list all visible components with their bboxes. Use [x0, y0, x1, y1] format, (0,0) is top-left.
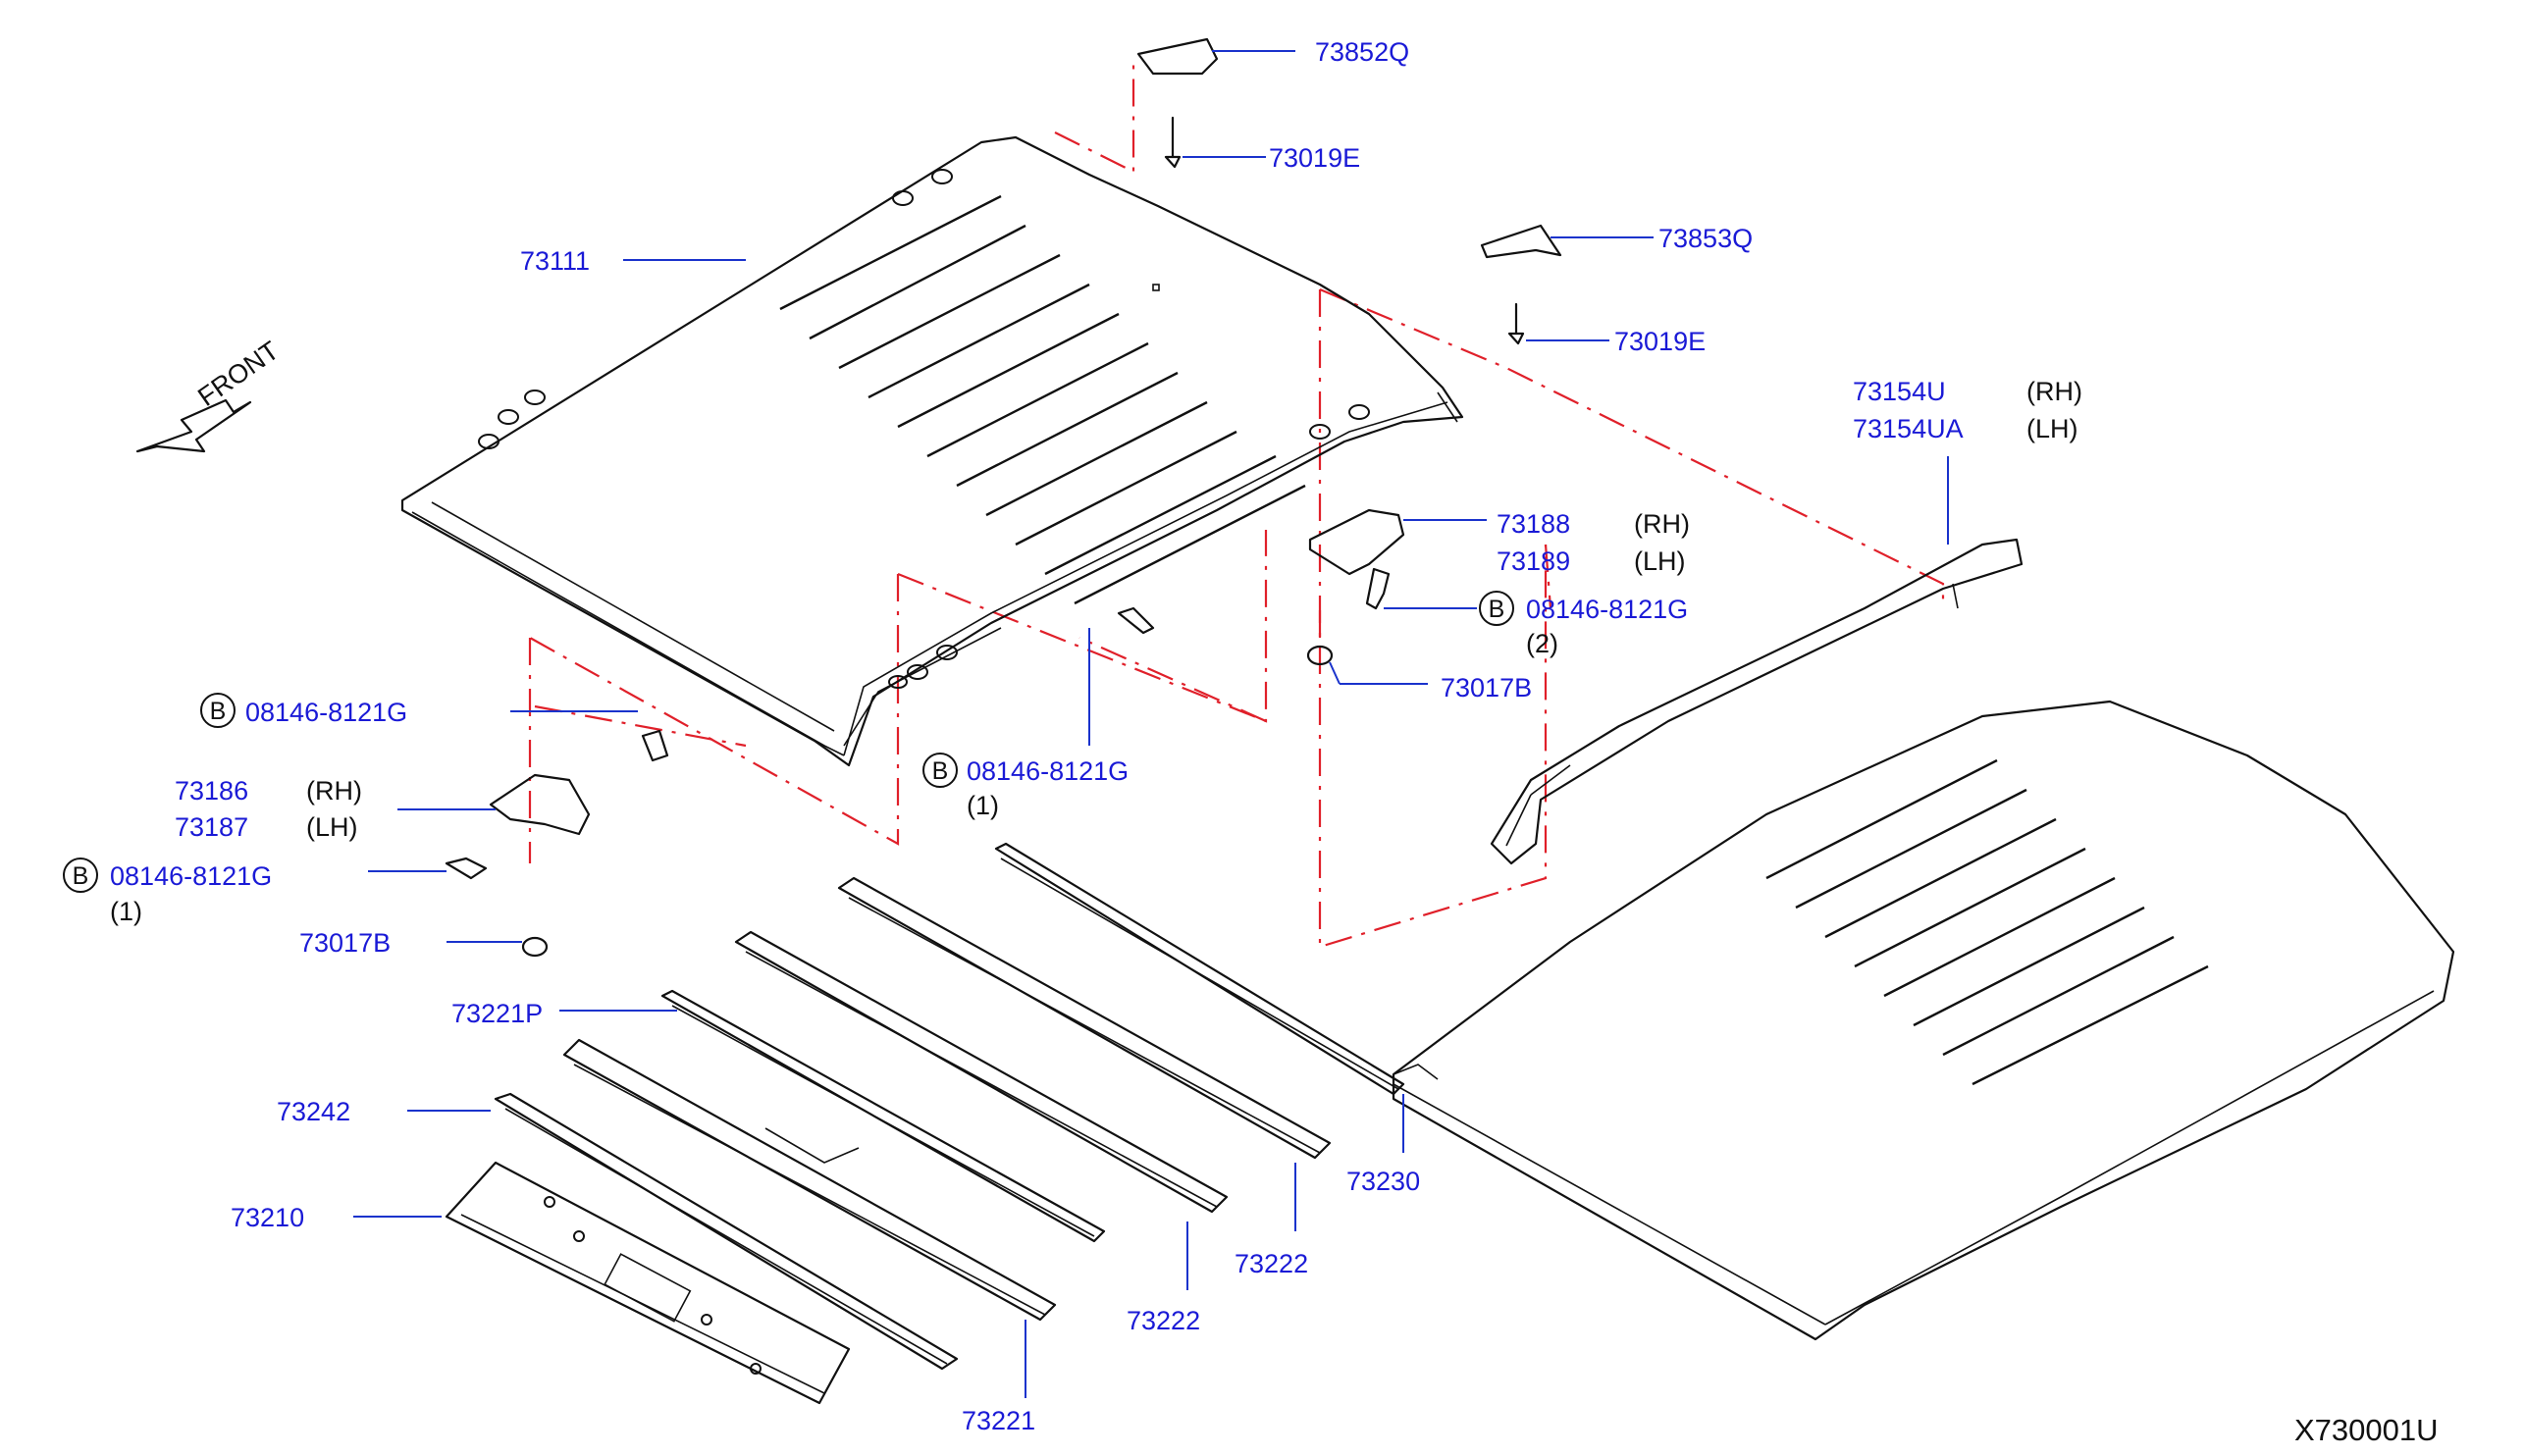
callout-73853q: 73853Q	[1658, 224, 1753, 253]
callout-bolt-r-qty: (2)	[1526, 629, 1558, 658]
callout-73188: 73188	[1497, 509, 1570, 539]
callout-bolt-mid-qty: (1)	[967, 791, 999, 820]
callout-73154u-side: (RH)	[2026, 377, 2082, 406]
callout-73222-a: 73222	[1127, 1306, 1200, 1335]
callout-73189-side: (LH)	[1634, 546, 1686, 576]
roof-rail	[1490, 538, 2024, 865]
callout-73154ua-side: (LH)	[2026, 414, 2078, 443]
callout-73019e-b: 73019E	[1614, 327, 1706, 356]
callout-73187-side: (LH)	[306, 812, 358, 842]
callout-73154ua: 73154UA	[1853, 414, 1964, 443]
callout-73222-b: 73222	[1235, 1249, 1308, 1278]
callout-73017b-r: 73017B	[1441, 673, 1532, 702]
diagram-code: X730001U	[2294, 1413, 2439, 1447]
bolt-l-letter: B	[73, 862, 89, 890]
leader-lines	[353, 50, 1949, 1398]
callout-73852q: 73852Q	[1315, 37, 1409, 67]
front-label: FRONT	[192, 336, 284, 412]
callout-73189: 73189	[1497, 546, 1570, 576]
callout-73017b-l: 73017B	[299, 928, 391, 958]
callout-bolt-l-top: 08146-8121G	[245, 698, 407, 727]
callout-bolt-l: 08146-8121G	[110, 861, 272, 891]
callout-bolt-mid: 08146-8121G	[967, 756, 1129, 786]
callout-labels: 73852Q 73019E 73853Q 73019E 73111 73154U…	[63, 37, 2082, 1435]
callout-73111: 73111	[520, 246, 590, 276]
small-parts	[445, 37, 1562, 958]
callout-73186: 73186	[175, 776, 248, 806]
roof-lower-slots	[1765, 758, 2209, 1086]
callout-bolt-r: 08146-8121G	[1526, 595, 1688, 624]
callout-73210: 73210	[231, 1203, 304, 1232]
roof-panel-upper	[400, 135, 1464, 767]
callout-73154u: 73154U	[1853, 377, 1946, 406]
roof-bows	[445, 842, 1405, 1405]
bolt-l-top-circle	[200, 693, 236, 728]
phantom-lines	[528, 64, 1945, 949]
bolt-l-top-letter: B	[210, 698, 227, 725]
callout-73221: 73221	[962, 1406, 1035, 1435]
roof-panel-lower	[1392, 700, 2455, 1341]
callout-73221p: 73221P	[451, 999, 543, 1028]
bolt-mid-circle	[922, 753, 958, 788]
callout-73188-side: (RH)	[1634, 509, 1690, 539]
roof-upper-slots	[779, 194, 1306, 605]
bolt-r-circle	[1479, 591, 1514, 626]
callout-73230: 73230	[1346, 1167, 1420, 1196]
callout-73187: 73187	[175, 812, 248, 842]
callout-73019e-a: 73019E	[1269, 143, 1360, 173]
bolt-mid-letter: B	[932, 757, 949, 785]
callout-73242: 73242	[277, 1097, 350, 1126]
bolt-r-letter: B	[1489, 596, 1505, 623]
callout-bolt-l-qty: (1)	[110, 897, 142, 926]
bolt-l-circle	[63, 858, 98, 893]
callout-73186-side: (RH)	[306, 776, 362, 806]
front-arrow-icon: FRONT	[135, 336, 285, 453]
